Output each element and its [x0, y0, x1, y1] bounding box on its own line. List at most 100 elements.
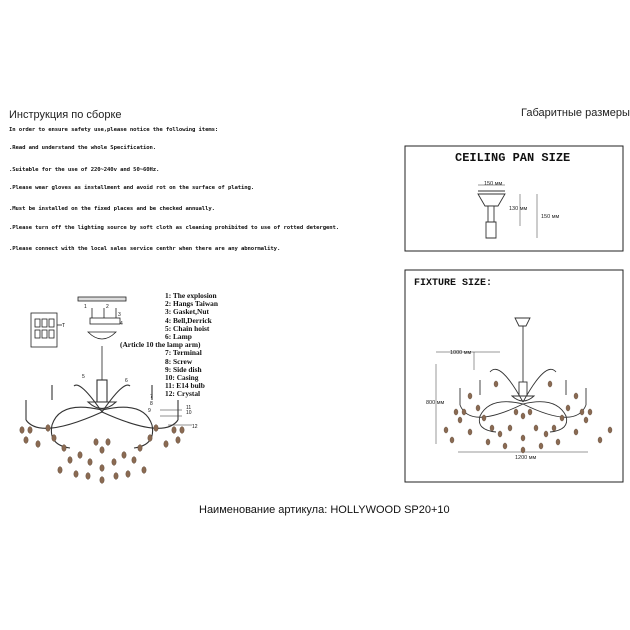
crystal-drop	[27, 426, 33, 434]
crystal-drop	[520, 446, 526, 454]
crystal-drop	[573, 392, 579, 400]
instruction-item: .Must be installed on the fixed places a…	[9, 206, 215, 212]
crystal-drop	[93, 438, 99, 446]
crystal-drop	[175, 436, 181, 444]
crystal-drop	[507, 424, 513, 432]
callout-label: 8	[150, 401, 153, 407]
crystal-drop	[520, 412, 526, 420]
callout-label: 12	[192, 424, 198, 430]
crystal-drop	[538, 442, 544, 450]
crystal-drop	[171, 426, 177, 434]
article-name: Наименование артикула: HOLLYWOOD SP20+10	[199, 504, 450, 516]
crystal-drop	[179, 426, 185, 434]
crystal-drop	[85, 472, 91, 480]
ceiling-pan-box	[404, 145, 624, 252]
crystal-drop	[453, 408, 459, 416]
crystal-drop	[555, 438, 561, 446]
parts-list-item: 10: Casing	[165, 373, 199, 383]
callout-label: T	[62, 323, 65, 329]
crystal-drop	[45, 424, 51, 432]
callout-label: 2	[106, 304, 109, 310]
callout-label: 5	[82, 374, 85, 380]
fixture-box	[404, 269, 624, 483]
callout-label: 1	[84, 304, 87, 310]
ceiling-pan-height: 130 мм	[509, 206, 528, 212]
parts-list-item: 1: The explosion	[165, 291, 217, 300]
crystal-drop	[520, 434, 526, 442]
crystal-drops	[19, 424, 185, 484]
instruction-item: .Please wear gloves as installment and a…	[9, 185, 255, 191]
crystal-drop	[147, 434, 153, 442]
ceiling-pan-drawing	[477, 184, 538, 239]
terminal-block-detail	[30, 312, 62, 348]
crystal-drop	[99, 476, 105, 484]
callout-label: 6	[125, 378, 128, 384]
crystal-drop	[597, 436, 603, 444]
crystal-drop	[485, 438, 491, 446]
crystal-drop	[467, 392, 473, 400]
instruction-item: .Please turn off the lighting source by …	[9, 225, 340, 231]
instruction-item: .Please connect with the local sales ser…	[9, 246, 281, 252]
parts-list-item: 2: Hangs Taiwan	[165, 299, 218, 309]
crystal-drop	[533, 424, 539, 432]
crystal-drop	[493, 380, 499, 388]
crystal-drop	[547, 380, 553, 388]
parts-list-item: 9: Side dish	[165, 364, 202, 374]
parts-list-item: 7: Terminal	[165, 348, 202, 358]
crystal-drop	[565, 404, 571, 412]
parts-list-item: 12: Crystal	[165, 389, 201, 399]
crystal-drop	[457, 416, 463, 424]
crystal-drop	[77, 451, 83, 459]
crystal-drops	[443, 380, 613, 454]
callout-label: 3	[118, 312, 121, 318]
crystal-drop	[573, 428, 579, 436]
crystal-drop	[461, 408, 467, 416]
crystal-drop	[111, 458, 117, 466]
crystal-drop	[559, 414, 565, 422]
fixture-height: 800 мм	[426, 400, 445, 406]
crystal-drop	[502, 442, 508, 450]
callout-label: 10	[186, 410, 192, 416]
dimensions-heading: Габаритные размеры	[521, 107, 630, 119]
callout-label: 9	[148, 408, 151, 414]
instruction-item: .Suitable for the use of 220~240v and 50…	[9, 167, 160, 173]
crystal-drop	[57, 466, 63, 474]
parts-list-item: 3: Gasket,Nut	[165, 307, 209, 317]
crystal-drop	[551, 424, 557, 432]
parts-list-item: 6: Lamp	[165, 332, 192, 342]
crystal-drop	[87, 458, 93, 466]
crystal-drop	[121, 451, 127, 459]
crystal-drop	[51, 434, 57, 442]
crystal-drop	[23, 436, 29, 444]
ceiling-pan-width: 150 мм	[484, 181, 503, 187]
parts-list: 1: The explosion 2: Hangs Taiwan 3: Gask…	[120, 291, 218, 399]
crystal-drop	[113, 472, 119, 480]
crystal-drop	[497, 430, 503, 438]
crystal-drop	[153, 424, 159, 432]
parts-list-item: 11: E14 bulb	[165, 381, 205, 391]
crystal-drop	[443, 426, 449, 434]
crystal-drop	[67, 456, 73, 464]
crystal-drop	[35, 440, 41, 448]
crystal-drop	[587, 408, 593, 416]
crystal-drop	[607, 426, 613, 434]
fixture-title: FIXTURE SIZE:	[414, 278, 493, 289]
crystal-drop	[489, 424, 495, 432]
crystal-drop	[99, 446, 105, 454]
crystal-drop	[583, 416, 589, 424]
crystal-drop	[513, 408, 519, 416]
parts-list-note: (Article 10 the lamp arm)	[120, 340, 201, 350]
assembly-instructions-heading: Инструкция по сборке	[9, 109, 122, 121]
fixture-chain-length: 1000 мм	[450, 350, 472, 356]
crystal-drop	[449, 436, 455, 444]
chandelier-drawing-left	[25, 379, 179, 449]
crystal-drop	[105, 438, 111, 446]
crystal-drop	[99, 464, 105, 472]
parts-list-item: 8: Screw	[165, 356, 193, 366]
crystal-drop	[125, 470, 131, 478]
crystal-drop	[131, 456, 137, 464]
crystal-drop	[543, 430, 549, 438]
crystal-drop	[579, 408, 585, 416]
callout-label: 4	[120, 321, 123, 327]
ceiling-mount-exploded	[77, 296, 127, 380]
